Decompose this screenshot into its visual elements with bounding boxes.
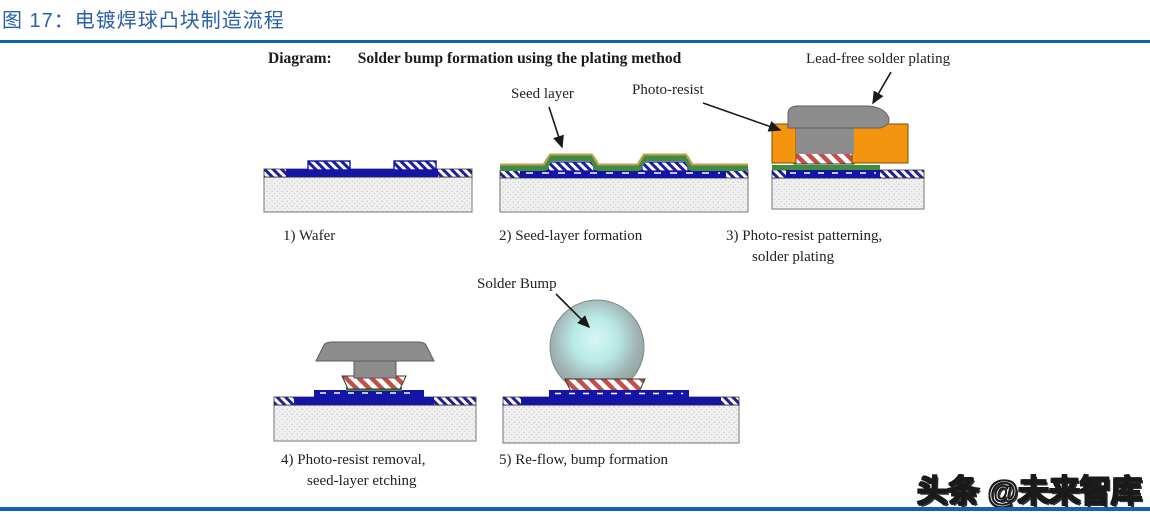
toutiao-watermark: 头条 @未来智库 xyxy=(916,473,1142,510)
metal-pad-plateau xyxy=(314,390,424,399)
label-solder-bump: Solder Bump xyxy=(477,276,557,292)
label-lead-free-solder-plating: Lead-free solder plating xyxy=(806,51,951,67)
pad-bump-right xyxy=(641,161,689,172)
bottom-divider xyxy=(0,507,1150,511)
substrate xyxy=(499,176,749,213)
seed-layer-top-film xyxy=(500,153,748,166)
seed-layer xyxy=(772,165,880,170)
step4-caption: 4) Photo-resist removal, seed-layer etch… xyxy=(281,450,426,492)
solder-mushroom-cap xyxy=(315,341,435,362)
step3-photoresist-solder-cross-section xyxy=(771,105,925,210)
seed-layer-arrow xyxy=(548,106,564,149)
step3-caption-line1: 3) Photo-resist patterning, xyxy=(726,228,883,244)
substrate xyxy=(771,177,925,210)
pad-opening-left xyxy=(307,160,351,171)
label-seed-layer: Seed layer xyxy=(511,86,574,102)
substrate xyxy=(273,404,477,442)
pad-bump-left xyxy=(547,161,595,172)
step1-wafer-cross-section xyxy=(263,160,473,213)
plated-solder-fill xyxy=(796,126,854,154)
substrate xyxy=(263,176,473,213)
step1-caption: 1) Wafer xyxy=(283,228,336,244)
metal-layer xyxy=(786,170,880,178)
photo-resist-block-left xyxy=(771,123,797,164)
step5-reflow-bump-cross-section xyxy=(502,299,740,444)
step3-caption-line2: solder plating xyxy=(752,249,835,265)
photo-resist-block-right xyxy=(851,123,909,164)
metal-layer xyxy=(520,170,726,178)
step2-seed-layer-cross-section xyxy=(499,153,749,213)
metal-layer xyxy=(286,169,438,177)
step5-caption: 5) Re-flow, bump formation xyxy=(499,452,668,468)
plated-solder-dome xyxy=(787,105,890,129)
step4-mushroom-bump-cross-section xyxy=(273,341,477,442)
metal-layer xyxy=(521,397,721,405)
metal-layer xyxy=(294,397,434,405)
diagram-heading-text: Solder bump formation using the plating … xyxy=(357,50,682,67)
step3-caption: 3) Photo-resist patterning, solder plati… xyxy=(726,226,882,268)
top-divider xyxy=(0,40,1150,43)
step4-caption-line1: 4) Photo-resist removal, xyxy=(281,452,426,468)
substrate xyxy=(502,404,740,444)
seed-layer xyxy=(500,155,748,171)
diagram-heading: Diagram: Solder bump formation using the … xyxy=(268,50,681,68)
step4-caption-line2: seed-layer etching xyxy=(307,473,417,489)
metal-pad-plateau xyxy=(549,390,689,398)
figure-title: 图 17：电镀焊球凸块制造流程 xyxy=(2,10,285,32)
label-photo-resist: Photo-resist xyxy=(632,82,704,98)
pad-opening-right xyxy=(393,160,437,171)
diagram-heading-label: Diagram: xyxy=(268,50,332,67)
step2-caption: 2) Seed-layer formation xyxy=(499,228,643,244)
solder-stem xyxy=(353,359,397,379)
